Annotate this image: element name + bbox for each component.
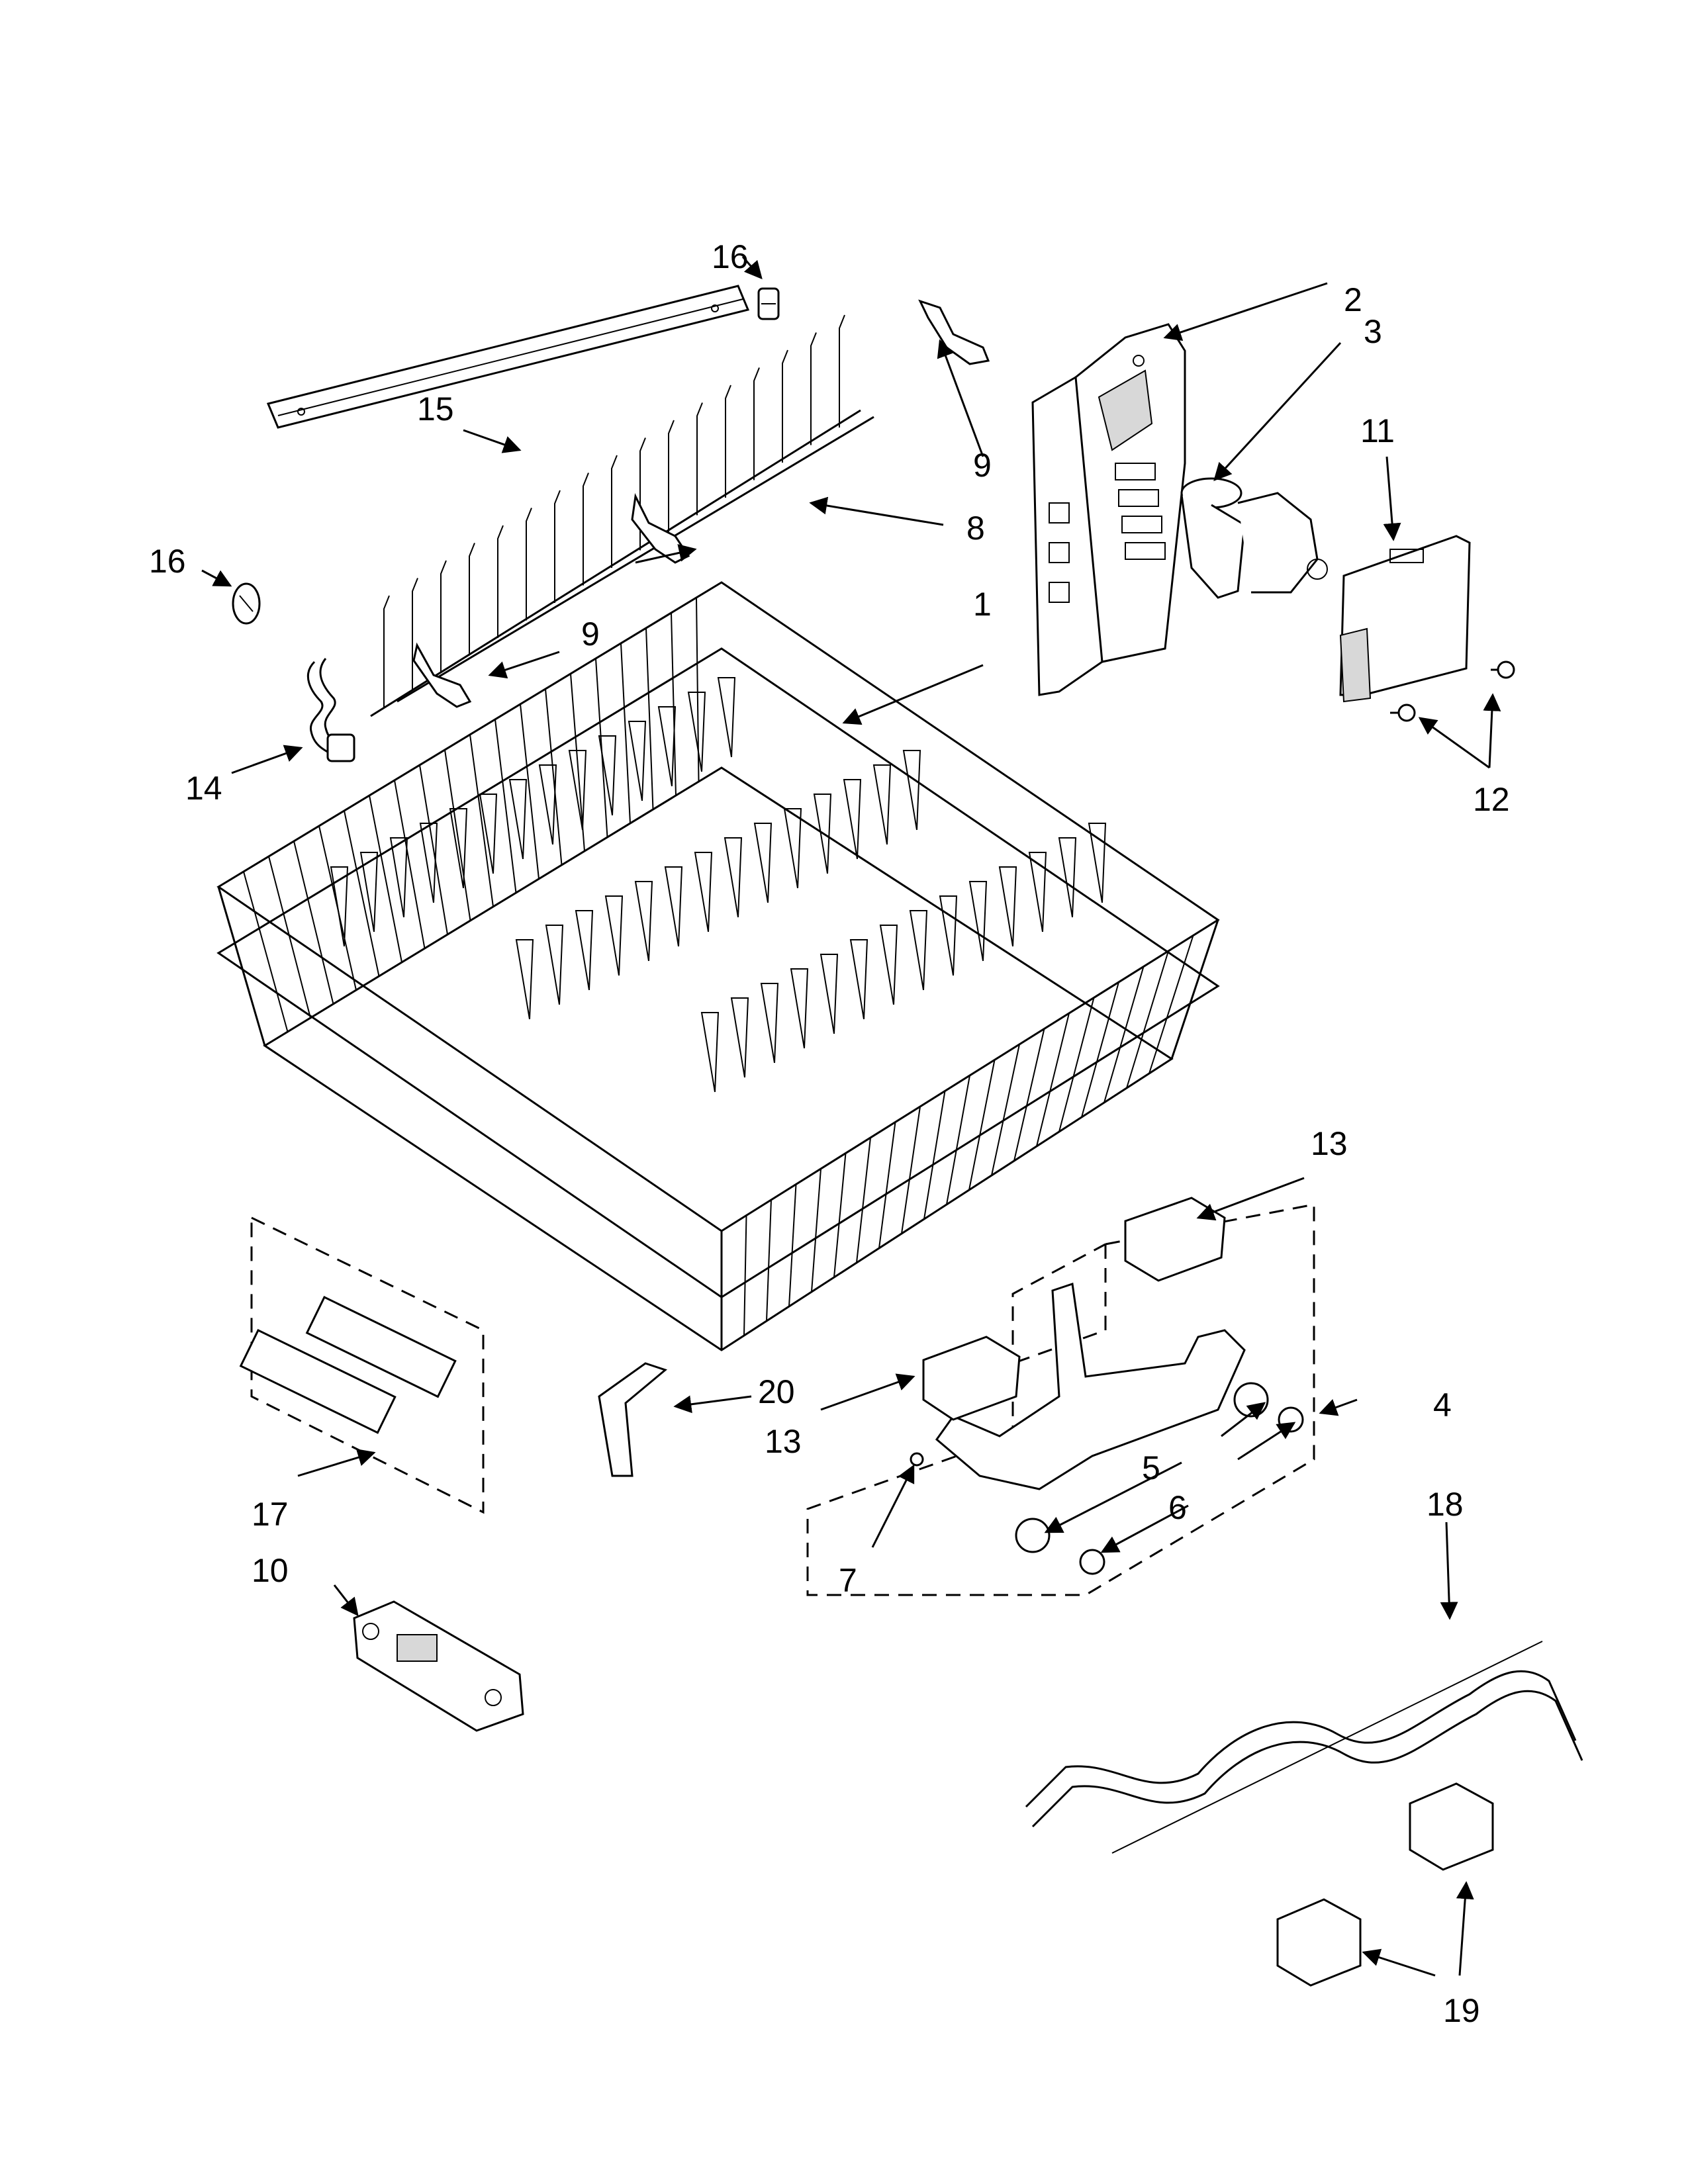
part-nozzle-3 — [1180, 477, 1328, 599]
part-clip-9-low — [412, 642, 472, 708]
part-group-4 — [806, 1197, 1315, 1596]
callout-2: 2 — [1344, 281, 1362, 318]
part-clip-9-top — [918, 299, 990, 365]
callout-19: 19 — [1443, 1992, 1480, 2029]
callout-1: 1 — [973, 586, 992, 623]
part-screw-12a — [1491, 660, 1515, 679]
callout-3: 3 — [1364, 313, 1382, 350]
callout-17: 17 — [252, 1496, 289, 1533]
callout-6: 6 — [1168, 1489, 1187, 1526]
part-hook-14 — [306, 658, 355, 762]
callout-9-upper: 9 — [973, 447, 992, 484]
part-latch-10 — [353, 1600, 524, 1732]
callout-10: 10 — [252, 1552, 289, 1589]
callout-20: 20 — [758, 1373, 795, 1410]
callout-12: 12 — [1473, 781, 1510, 818]
callout-4: 4 — [1433, 1387, 1452, 1424]
part-clip-20 — [598, 1362, 668, 1477]
part-rack-1 — [216, 581, 1220, 1351]
callout-9-lower: 9 — [581, 615, 600, 653]
leader-lines — [201, 256, 1501, 1977]
callout-16-left: 16 — [149, 543, 186, 580]
callout-16-top: 16 — [712, 238, 749, 275]
callout-15: 15 — [417, 390, 454, 428]
part-rod-18 — [1025, 1641, 1583, 1854]
callout-8: 8 — [966, 510, 985, 547]
part-bracket-2 — [1031, 323, 1186, 696]
callout-14: 14 — [185, 770, 222, 807]
callout-labels: 1 2 3 4 5 6 7 8 9 9 10 11 12 13 13 14 15… — [149, 238, 1510, 2029]
part-clip-19a — [1409, 1782, 1494, 1871]
part-end-cap-16-left — [232, 582, 261, 625]
callout-13-lower: 13 — [765, 1423, 802, 1460]
callout-7: 7 — [839, 1562, 857, 1599]
part-end-cap-16-right — [757, 287, 780, 320]
callout-13-upper: 13 — [1311, 1125, 1348, 1162]
callout-11: 11 — [1360, 412, 1395, 449]
part-cover-plate-11 — [1339, 535, 1471, 703]
callout-5: 5 — [1142, 1449, 1160, 1486]
part-screw-12b — [1390, 704, 1416, 722]
part-group-17 — [239, 1216, 485, 1514]
callout-18: 18 — [1427, 1486, 1464, 1523]
part-bar-15 — [266, 285, 750, 429]
part-tine-row-8 — [370, 314, 874, 717]
part-clip-19b — [1276, 1898, 1362, 1987]
